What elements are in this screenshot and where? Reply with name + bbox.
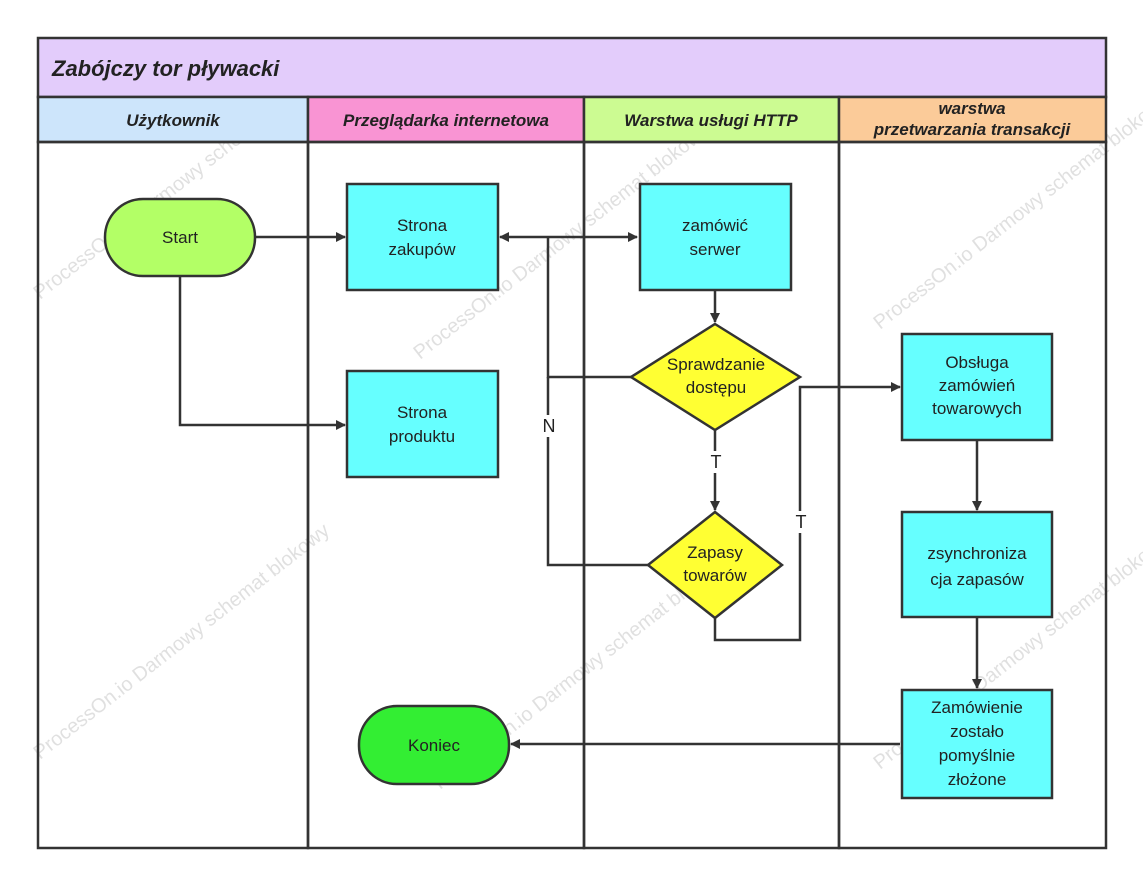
edge-label-yes-access: T	[711, 452, 722, 472]
lane-label-browser: Przeglądarka internetowa	[343, 111, 549, 130]
label-line: zostało	[950, 722, 1004, 741]
title-bar	[36, 36, 1108, 99]
diagram-title: Zabójczy tor pływacki	[51, 56, 280, 81]
label-line: zakupów	[388, 240, 456, 259]
edge-label-yes-stock: T	[796, 512, 807, 532]
label-line: Sprawdzanie	[667, 355, 765, 374]
label-line: Koniec	[408, 736, 460, 755]
label-line: warstwa	[938, 99, 1005, 118]
node-stock-check[interactable]	[645, 510, 785, 620]
label-line: towarowych	[932, 399, 1022, 418]
node-start-label: Start	[162, 228, 198, 247]
node-order-server-label: zamówić serwer	[682, 216, 749, 259]
node-end-label: Koniec	[408, 736, 460, 755]
node-order-placed-label: Zamówienie zostało pomyślnie złożone	[931, 698, 1023, 789]
node-start[interactable]	[103, 197, 257, 278]
label-line: produktu	[389, 427, 455, 446]
label-line: serwer	[689, 240, 740, 259]
edge-label-no: N	[543, 416, 556, 436]
label-line: Zapasy	[687, 543, 743, 562]
lane-body-transaction	[837, 140, 1108, 850]
node-order-placed[interactable]	[900, 688, 1054, 800]
label-line: zamówień	[939, 376, 1016, 395]
edge-stock-yes	[713, 382, 901, 642]
label-line: cja zapasów	[930, 570, 1024, 589]
node-order-server[interactable]	[638, 182, 793, 292]
node-end[interactable]	[357, 704, 511, 786]
node-order-handling-label: Obsługa zamówień towarowych	[932, 353, 1022, 418]
label-line: przetwarzania transakcji	[873, 120, 1072, 139]
label-line: pomyślnie	[939, 746, 1016, 765]
lane-header-transaction	[837, 95, 1108, 144]
watermark-text: ProcessOn.io Darmowy schemat blokowy	[30, 519, 334, 764]
node-product-page-label: Strona produktu	[389, 403, 455, 446]
label-line: towarów	[683, 566, 747, 585]
label-line: Strona	[397, 216, 448, 235]
edge-label-bg	[790, 511, 812, 533]
node-stock-check-label: Zapasy towarów	[683, 543, 747, 585]
lane-header-user	[36, 95, 310, 144]
label-line: Start	[162, 228, 198, 247]
edge-access-no	[546, 237, 631, 379]
edge-start-to-product	[178, 277, 346, 430]
node-shop-page-label: Strona zakupów	[388, 216, 456, 259]
lane-label-http: Warstwa usługi HTTP	[624, 111, 798, 130]
edge-label-bg	[538, 415, 560, 437]
node-stock-sync-label: zsynchroniza cja zapasów	[927, 544, 1027, 589]
label-line: dostępu	[686, 378, 747, 397]
label-line: Strona	[397, 403, 448, 422]
node-product-page[interactable]	[345, 369, 500, 479]
node-access-check-label: Sprawdzanie dostępu	[667, 355, 765, 397]
edge-stock-no	[546, 377, 648, 567]
lane-label-transaction: warstwa przetwarzania transakcji	[873, 99, 1072, 139]
lane-label-user: Użytkownik	[126, 111, 221, 130]
node-access-check[interactable]	[628, 322, 803, 432]
node-order-handling[interactable]	[900, 332, 1054, 442]
label-line: zamówić	[682, 216, 749, 235]
label-line: złożone	[948, 770, 1007, 789]
connectors	[178, 232, 982, 749]
node-shop-page[interactable]	[345, 182, 500, 292]
edge-label-bg	[705, 451, 727, 473]
label-line: zsynchroniza	[927, 544, 1027, 563]
lane-header-http	[582, 95, 841, 144]
node-stock-sync[interactable]	[900, 510, 1054, 619]
label-line: Zamówienie	[931, 698, 1023, 717]
label-line: Obsługa	[945, 353, 1009, 372]
